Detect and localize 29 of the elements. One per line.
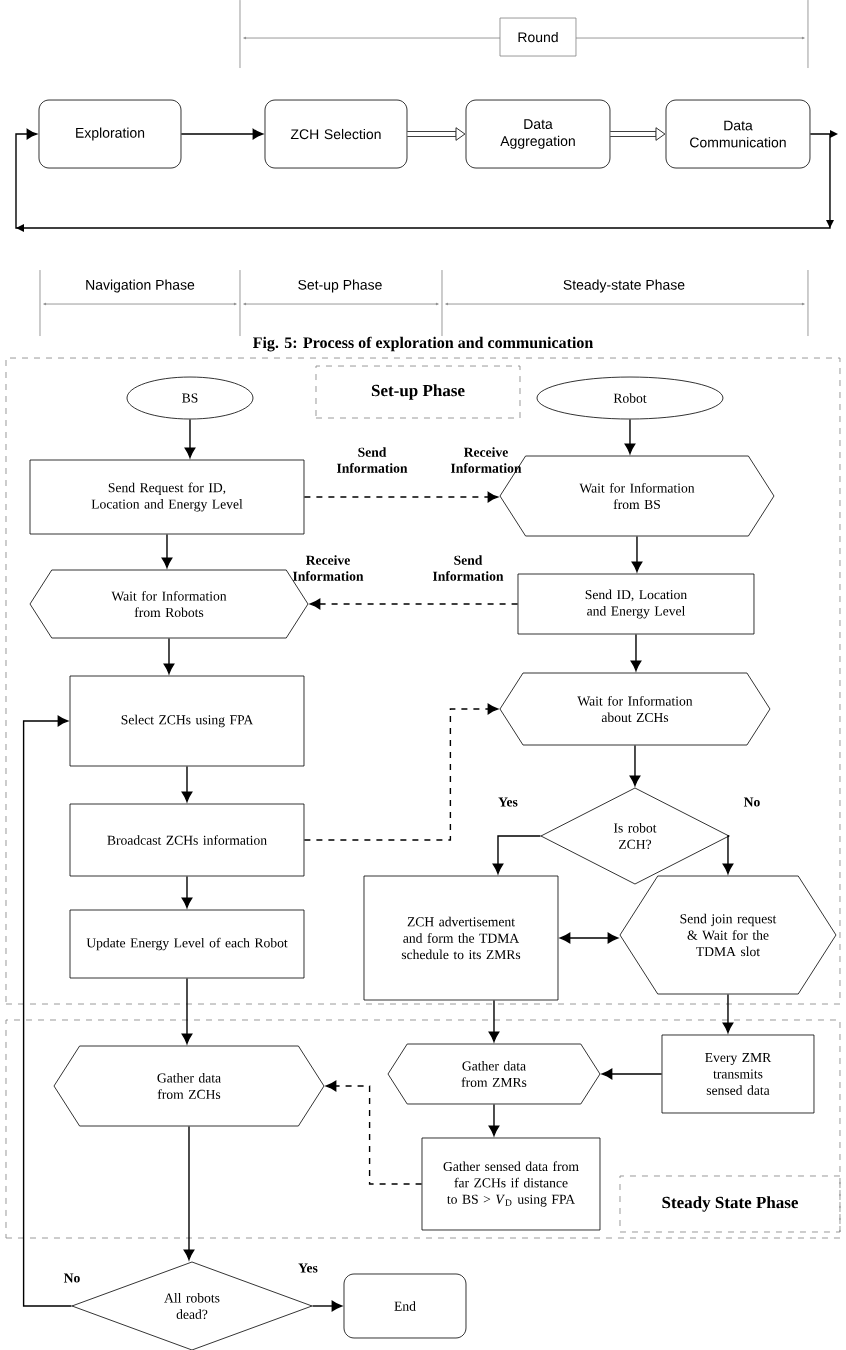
arrow bbox=[407, 127, 466, 141]
arrow bbox=[181, 875, 193, 909]
arrow bbox=[630, 633, 642, 672]
arrow bbox=[559, 932, 619, 944]
arrow bbox=[488, 999, 500, 1043]
arrow bbox=[610, 127, 666, 141]
arrow bbox=[325, 1080, 423, 1185]
arrow bbox=[722, 993, 734, 1034]
arrow bbox=[184, 418, 196, 459]
arrow bbox=[722, 835, 734, 875]
arrow bbox=[181, 765, 193, 803]
arrow bbox=[631, 535, 643, 573]
arrow bbox=[161, 533, 173, 569]
arrow bbox=[183, 1125, 195, 1261]
arrow bbox=[311, 1300, 343, 1312]
figure-caption: Fig. 5: Process of exploration and communication bbox=[253, 336, 594, 352]
arrow bbox=[180, 128, 264, 140]
arrow bbox=[303, 703, 499, 841]
arrow bbox=[488, 1103, 500, 1137]
arrow bbox=[163, 637, 175, 675]
arrow bbox=[303, 491, 499, 503]
arrow bbox=[181, 977, 193, 1045]
arrow bbox=[601, 1068, 663, 1080]
arrow bbox=[624, 418, 636, 455]
arrow bbox=[15, 128, 838, 232]
arrow bbox=[309, 598, 519, 610]
arrow bbox=[22, 715, 73, 1307]
arrow bbox=[492, 835, 542, 875]
arrow bbox=[629, 744, 641, 787]
